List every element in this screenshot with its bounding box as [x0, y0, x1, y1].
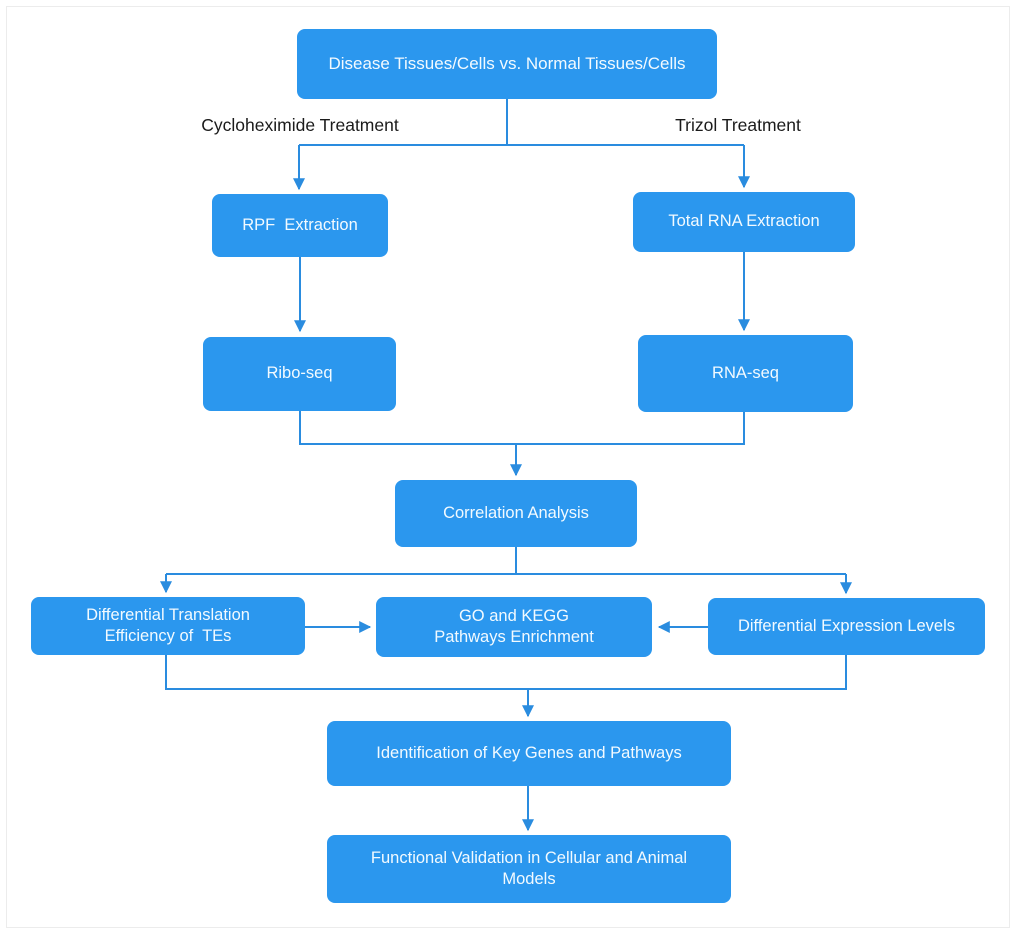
node-label: Ribo-seq	[266, 364, 333, 383]
branch-label-trizol: Trizol Treatment	[675, 115, 801, 135]
node-identification-key-genes: Identification of Key Genes and Pathways	[327, 721, 731, 786]
node-rpf-extraction: RPF Extraction	[212, 194, 388, 257]
node-label: GO and KEGG Pathways Enrichment	[434, 606, 594, 646]
node-label: Disease Tissues/Cells vs. Normal Tissues…	[328, 53, 686, 73]
node-correlation-analysis: Correlation Analysis	[395, 480, 637, 547]
node-label: Functional Validation in Cellular and An…	[370, 848, 688, 888]
node-functional-validation: Functional Validation in Cellular and An…	[327, 835, 731, 903]
node-rna-seq: RNA-seq	[638, 335, 853, 412]
node-diff-expression-levels: Differential Expression Levels	[708, 598, 985, 655]
node-ribo-seq: Ribo-seq	[203, 337, 396, 411]
node-label: Total RNA Extraction	[668, 212, 820, 231]
node-total-rna-extraction: Total RNA Extraction	[633, 192, 855, 252]
node-go-kegg-enrichment: GO and KEGG Pathways Enrichment	[376, 597, 652, 657]
node-label: Differential Expression Levels	[737, 616, 956, 635]
node-label: RPF Extraction	[242, 215, 358, 234]
node-diff-translation-efficiency: Differential Translation Efficiency of T…	[31, 597, 305, 655]
node-label: Differential Translation Efficiency of T…	[86, 605, 250, 645]
branch-label-cycloheximide: Cycloheximide Treatment	[201, 115, 399, 135]
node-label: Correlation Analysis	[443, 503, 589, 522]
node-label: RNA-seq	[712, 363, 779, 382]
node-label: Identification of Key Genes and Pathways	[376, 743, 682, 762]
node-disease-vs-normal: Disease Tissues/Cells vs. Normal Tissues…	[297, 29, 717, 99]
